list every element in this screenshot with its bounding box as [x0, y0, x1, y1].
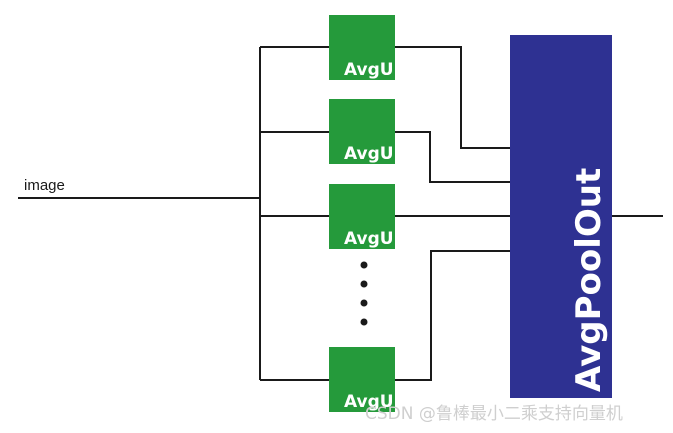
avgu-unit: AvgU — [329, 99, 395, 164]
watermark: CSDN @鲁棒最小二乘支持向量机 — [365, 404, 623, 424]
avgu-label: AvgU — [344, 144, 394, 164]
unit-out-wire-4 — [395, 250, 510, 381]
ellipsis-dot — [360, 261, 368, 269]
ellipsis-dot — [360, 318, 368, 326]
avgu-unit: AvgU — [329, 15, 395, 80]
unit-out-wire-2 — [395, 131, 510, 183]
avgu-label: AvgU — [344, 60, 394, 80]
avgpoolout-block: AvgPoolOut — [510, 35, 612, 398]
ellipsis-dot — [360, 280, 368, 288]
avgu-label: AvgU — [344, 392, 394, 412]
avgu-unit: AvgU — [329, 184, 395, 249]
avgu-unit: AvgU — [329, 347, 395, 412]
input-label: image — [24, 177, 65, 194]
ellipsis-dot — [360, 299, 368, 307]
avgu-label: AvgU — [344, 229, 394, 249]
avgpoolout-label: AvgPoolOut — [569, 168, 609, 392]
unit-out-wire-1 — [395, 46, 510, 149]
